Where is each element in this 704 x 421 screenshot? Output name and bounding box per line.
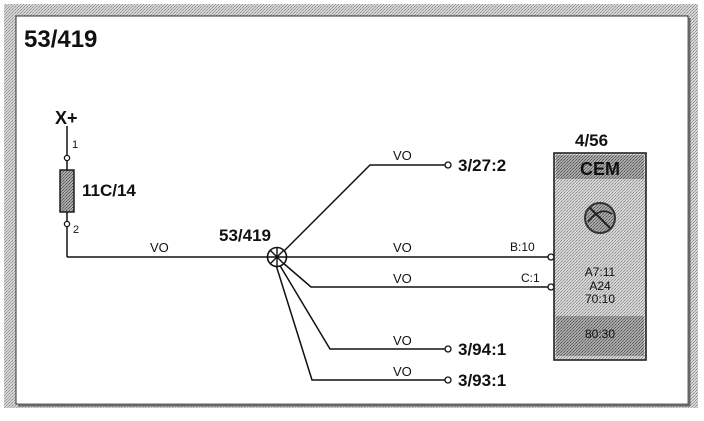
connector-3-94-1: 3/94:1: [458, 340, 506, 359]
module-bottom-band: [556, 316, 644, 356]
connector-3-93-1-dot: [444, 376, 452, 384]
module-pin-c1-dot: [547, 283, 555, 291]
fuse-pin-1: 1: [72, 139, 78, 151]
wire-label-3-94-1: VO: [393, 333, 412, 348]
page-title: 53/419: [24, 26, 97, 53]
wire-to-c1: [281, 261, 548, 288]
wire-to-3-93-1: [275, 264, 445, 381]
module-name: CEM: [580, 159, 620, 179]
splice-symbol: [266, 246, 288, 268]
module-pin-c1: C:1: [521, 271, 540, 285]
module-pin-b10-dot: [547, 253, 555, 261]
wire-label-left: VO: [150, 240, 169, 255]
wire-label-3-93-1: VO: [393, 364, 412, 379]
wire-label-c1: VO: [393, 271, 412, 286]
connector-3-94-1-dot: [444, 345, 452, 353]
module-pin-b10: B:10: [510, 240, 535, 254]
module-text-line-3: 70:10: [585, 292, 615, 306]
module-id: 4/56: [575, 131, 608, 150]
module-text-line-2: A24: [589, 279, 611, 293]
splice-label: 53/419: [219, 226, 271, 245]
fuse-label: 11C/14: [82, 181, 136, 200]
connector-3-27-2-dot: [444, 161, 452, 169]
wire-label-b10: VO: [393, 240, 412, 255]
module-text-line-1: A7:11: [585, 265, 616, 279]
fuse-pin-2: 2: [73, 224, 79, 236]
module-text-line-4: 80:30: [585, 327, 615, 341]
connector-3-93-1: 3/93:1: [458, 371, 506, 390]
wire-label-3-27-2: VO: [393, 148, 412, 163]
wire-to-3-27-2: [281, 164, 445, 254]
module-fuse-symbol: [584, 202, 616, 234]
supply-label: X+: [55, 108, 78, 128]
wire-to-3-94-1: [278, 263, 445, 350]
fuse-pin-2-dot: [63, 220, 71, 228]
connector-3-27-2: 3/27:2: [458, 156, 506, 175]
fuse-body: [59, 169, 75, 213]
module-header-band: [556, 155, 644, 179]
fuse-pin-1-dot: [63, 154, 71, 162]
